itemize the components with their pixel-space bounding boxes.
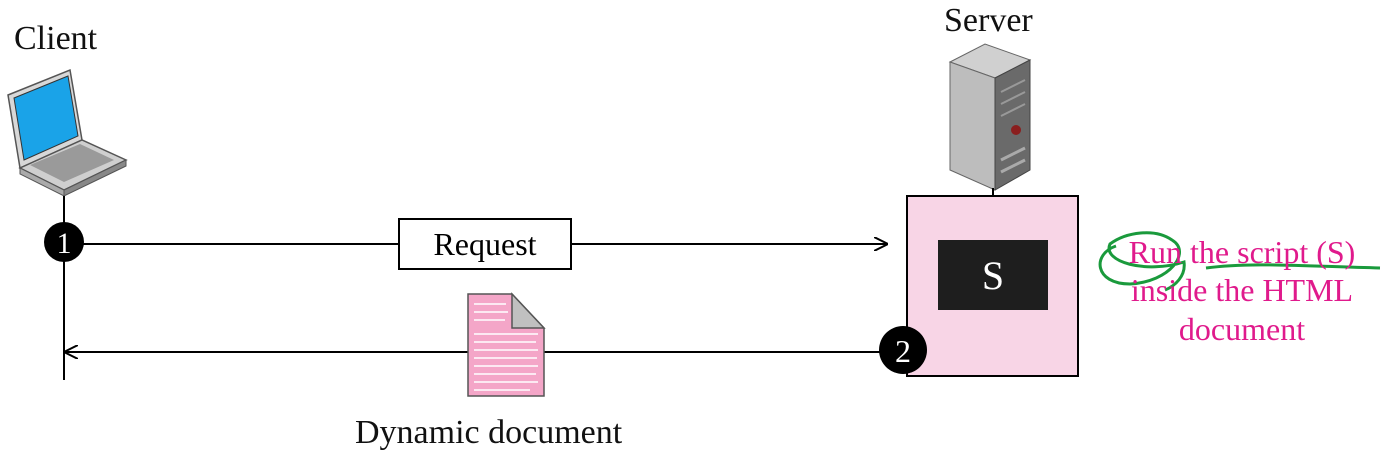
svg-text:1: 1 [57, 227, 72, 260]
annotation-underline [1205, 263, 1381, 270]
annotation-line-1: Run the script (S) [1128, 234, 1356, 270]
server-tower-icon [948, 43, 1032, 191]
annotation-line-2: inside the HTML [1130, 272, 1354, 308]
step-2-marker: 2 [879, 326, 927, 374]
step-1-marker: 1 [44, 222, 84, 262]
request-label: Request [398, 218, 572, 270]
server-label: Server [944, 2, 1033, 39]
dynamic-document-label: Dynamic document [355, 414, 623, 451]
annotation-circle [1098, 231, 1186, 292]
client-label: Client [14, 20, 98, 57]
laptop-icon [7, 68, 128, 197]
annotation-line-3: document [1178, 311, 1306, 347]
script-block: S [938, 240, 1048, 310]
document-icon [467, 292, 546, 397]
svg-text:2: 2 [895, 333, 911, 369]
